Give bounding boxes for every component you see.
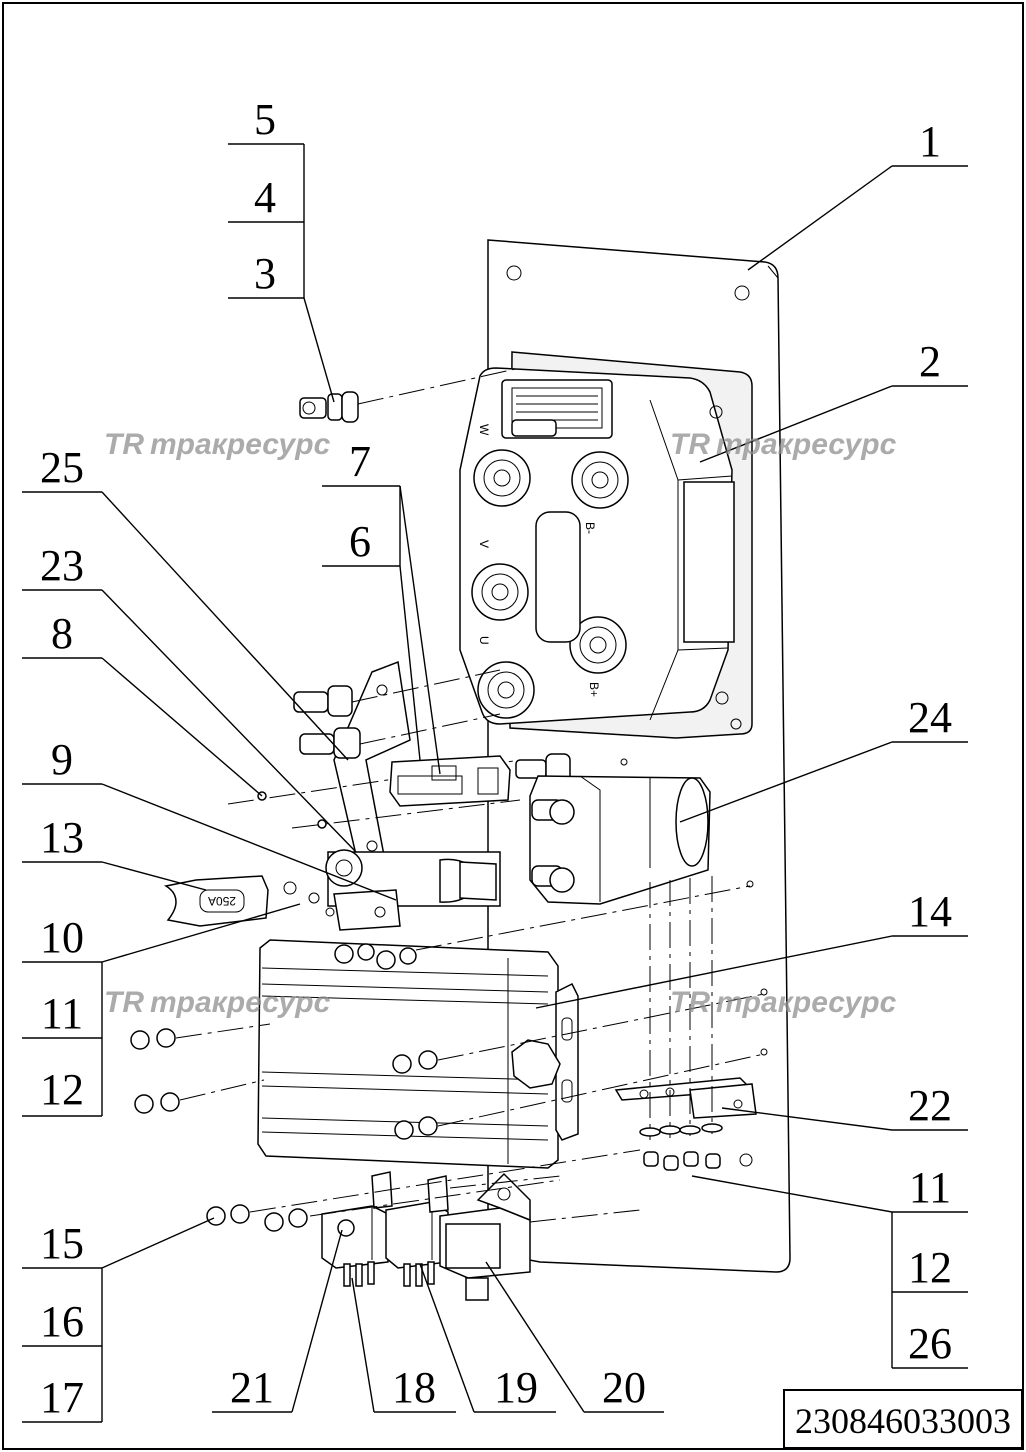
assembly-line	[415, 885, 751, 951]
fuse-label: 250A	[208, 894, 236, 908]
controller-label-u: U	[477, 636, 491, 645]
terminal-b-plus	[569, 616, 627, 674]
assembly-line	[309, 1179, 561, 1217]
motor-controller: W V U B- B+	[459, 351, 753, 739]
callout-26: 26	[908, 1319, 952, 1368]
callout-3: 3	[254, 249, 276, 298]
controller-label-b-plus: B+	[587, 682, 601, 697]
watermark-logo: TR	[670, 986, 710, 1019]
watermark-top-left: TR тракресурс	[104, 428, 331, 461]
terminal-u	[477, 661, 535, 719]
callout-11-right: 11	[909, 1163, 951, 1212]
callout-2: 2	[919, 337, 941, 386]
watermark-text: тракресурс	[716, 986, 897, 1019]
main-contactor	[529, 758, 711, 905]
callout-21: 21	[230, 1363, 274, 1412]
assembly-line	[437, 993, 765, 1061]
callout-25: 25	[40, 443, 84, 492]
watermark-text: тракресурс	[716, 428, 897, 461]
watermark-mid-right: TR тракресурс	[670, 986, 897, 1019]
watermark-text: тракресурс	[150, 986, 331, 1019]
callout-11-left: 11	[41, 989, 83, 1038]
assembly-line	[291, 799, 521, 829]
fuse-connector-block	[389, 755, 511, 807]
callout-7: 7	[349, 437, 371, 486]
callout-18: 18	[392, 1363, 436, 1412]
callout-20: 20	[602, 1363, 646, 1412]
relay-20	[439, 1172, 531, 1301]
relay-screws	[206, 1204, 308, 1232]
callout-16: 16	[40, 1297, 84, 1346]
screw-washer-set-top	[299, 391, 359, 423]
callout-24: 24	[908, 693, 952, 742]
assembly-line	[529, 1209, 641, 1223]
relay-21	[321, 1171, 393, 1287]
assembly-line	[179, 1079, 265, 1101]
assembly-line	[449, 1175, 561, 1189]
bracket-screws	[639, 1123, 723, 1171]
watermark-logo: TR	[104, 986, 144, 1019]
dc-dc-converter	[257, 939, 579, 1169]
terminal-link-bracket	[333, 660, 411, 873]
assembly-line	[357, 367, 521, 405]
callout-8: 8	[51, 609, 73, 658]
watermark-logo: TR	[670, 428, 710, 461]
callout-15: 15	[40, 1219, 84, 1268]
callout-19: 19	[494, 1363, 538, 1412]
assembly-line	[227, 759, 521, 805]
callout-22: 22	[908, 1081, 952, 1130]
screws-mid	[293, 685, 571, 783]
shunt-bar	[325, 849, 501, 931]
callout-5: 5	[254, 95, 276, 144]
document-number-box: 230846033003	[783, 1389, 1023, 1449]
terminal-w	[473, 449, 531, 507]
callout-6: 6	[349, 517, 371, 566]
callout-14: 14	[908, 887, 952, 936]
assembly-line	[437, 1053, 765, 1127]
connector-screw	[511, 419, 557, 437]
terminal-v	[471, 563, 529, 621]
controller-label-w: W	[477, 424, 491, 436]
document-number: 230846033003	[795, 1401, 1011, 1441]
callout-13: 13	[40, 813, 84, 862]
assembly-line	[175, 1023, 271, 1039]
controller-label-b-minus: B-	[583, 522, 597, 534]
nut-small	[317, 819, 327, 829]
callout-12-right: 12	[908, 1243, 952, 1292]
callout-leaders	[22, 143, 968, 1423]
callout-numbers: 5 4 3 1 2 7 6 25 23 8 9 13 10 11 12 14 2…	[40, 95, 952, 1422]
callout-1: 1	[919, 117, 941, 166]
controller-label-v: V	[477, 540, 491, 548]
callout-17: 17	[40, 1373, 84, 1422]
watermark-top-right: TR тракресурс	[670, 428, 897, 461]
watermark-text: тракресурс	[150, 428, 331, 461]
assembly-line	[249, 1149, 641, 1213]
watermark-logo: TR	[104, 428, 144, 461]
terminal-b-minus	[571, 451, 629, 509]
assembly-line	[351, 669, 501, 703]
callout-12-left: 12	[40, 1065, 84, 1114]
callout-23: 23	[40, 541, 84, 590]
watermark-mid-left: TR тракресурс	[104, 986, 331, 1019]
relay-19	[385, 1175, 449, 1287]
callout-10: 10	[40, 913, 84, 962]
callout-9: 9	[51, 735, 73, 784]
callout-4: 4	[254, 173, 276, 222]
assembly-line	[359, 713, 501, 745]
module-screws	[130, 943, 438, 1140]
